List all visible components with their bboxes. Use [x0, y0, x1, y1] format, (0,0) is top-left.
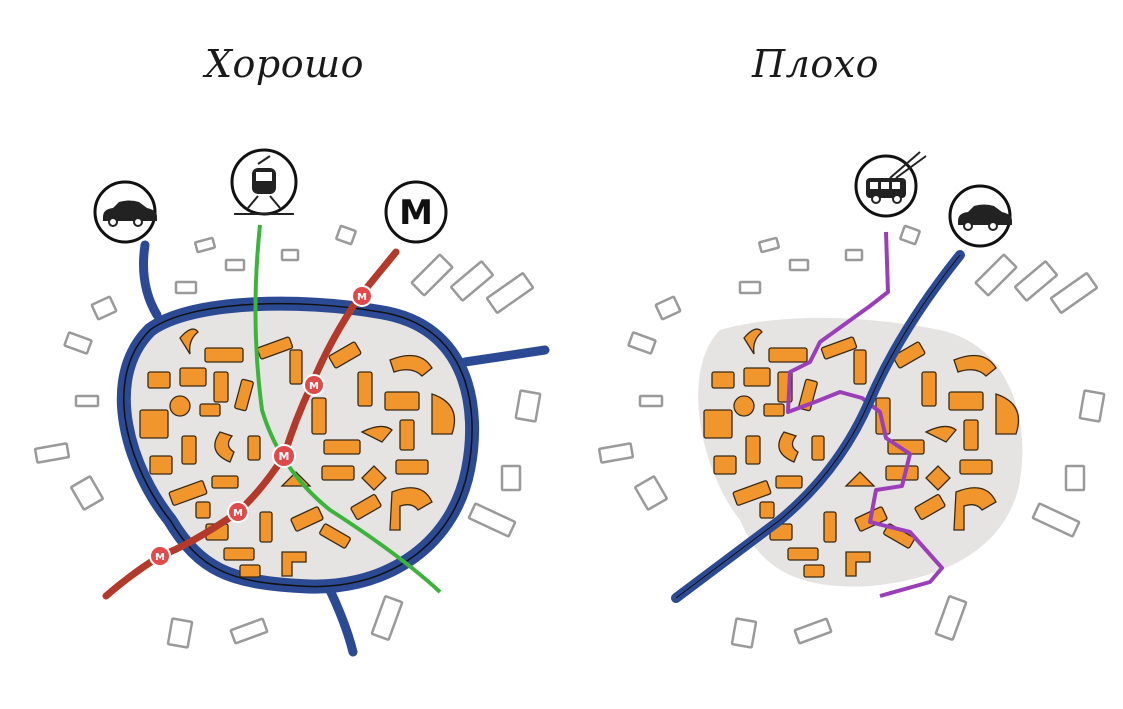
trolleybus-icon: [854, 151, 927, 218]
car-icon: [948, 184, 1014, 248]
svg-text:М: М: [399, 193, 433, 233]
metro-station-icon: М: [227, 501, 249, 523]
good-panel: М М М М М: [33, 148, 550, 657]
svg-text:М: М: [309, 381, 319, 392]
car-icon: [93, 180, 159, 244]
svg-text:М: М: [233, 508, 243, 519]
metro-station-icon: М: [303, 374, 325, 396]
bad-panel: [597, 151, 1106, 649]
metro-station-icon: М: [272, 444, 296, 468]
good-district-area: [123, 303, 473, 587]
bad-panel-title: Плохо: [752, 42, 880, 86]
metro-station-icon: М: [351, 285, 373, 307]
svg-text:М: М: [279, 450, 290, 463]
tram-icon: [230, 148, 298, 216]
metro-station-icon: М: [149, 545, 171, 567]
metro-icon: М: [384, 180, 448, 244]
svg-text:М: М: [155, 552, 165, 563]
svg-text:М: М: [357, 292, 367, 303]
good-panel-title: Хорошо: [205, 42, 365, 86]
good-metro-stations: М М М М М: [149, 285, 373, 567]
